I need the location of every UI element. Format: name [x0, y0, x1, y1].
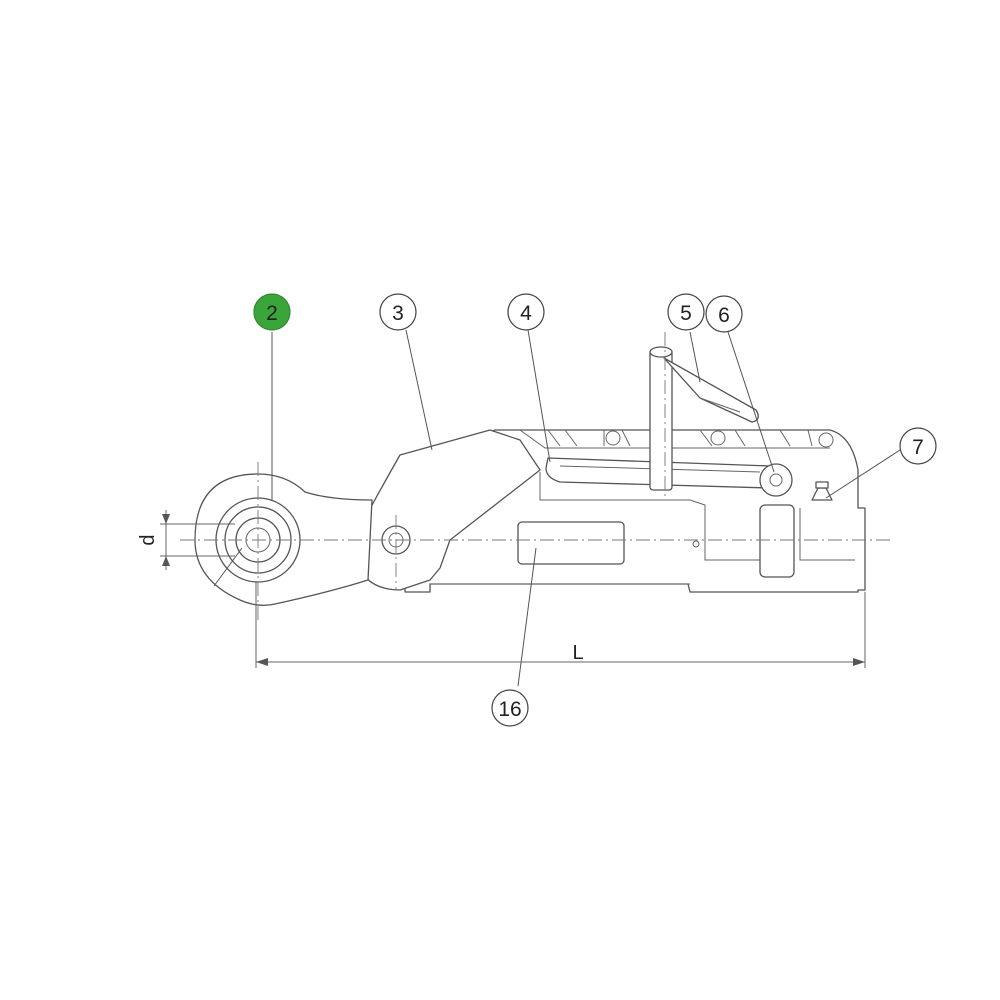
pivot-pin [649, 346, 759, 491]
dimension-l-label: L [572, 642, 583, 664]
callout-3-label: 3 [392, 302, 404, 325]
callout-3[interactable]: 3 [379, 293, 417, 331]
callout-2-label: 2 [266, 302, 278, 325]
catch-ring [759, 463, 793, 497]
dimension-d-label: d [137, 534, 159, 545]
label-plate [517, 521, 625, 565]
callout-4-circle [507, 293, 545, 331]
callout-6-circle [705, 295, 743, 333]
callout-5-label: 5 [680, 302, 692, 325]
small-hole [692, 540, 700, 548]
leader-lines [271, 329, 901, 687]
callout-6-label: 6 [718, 304, 730, 327]
callout-2[interactable]: 2 [253, 293, 291, 331]
callout-7-label: 7 [912, 436, 924, 459]
callout-4[interactable]: 4 [507, 293, 545, 331]
callout-16-label: 16 [498, 698, 521, 721]
callout-7[interactable]: 7 [899, 427, 937, 465]
callout-6[interactable]: 6 [705, 295, 743, 333]
callout-4-label: 4 [520, 302, 532, 325]
callout-7-circle [899, 427, 937, 465]
callout-16[interactable]: 16 [491, 689, 529, 727]
dimension-d: d [137, 510, 235, 570]
callout-16-circle [491, 689, 529, 727]
callout-2-circle [253, 293, 291, 331]
callout-3-circle [379, 293, 417, 331]
dimension-l: L [255, 582, 866, 668]
spring-clip [759, 504, 795, 578]
callout-5-circle [667, 293, 705, 331]
callout-5[interactable]: 5 [667, 293, 705, 331]
